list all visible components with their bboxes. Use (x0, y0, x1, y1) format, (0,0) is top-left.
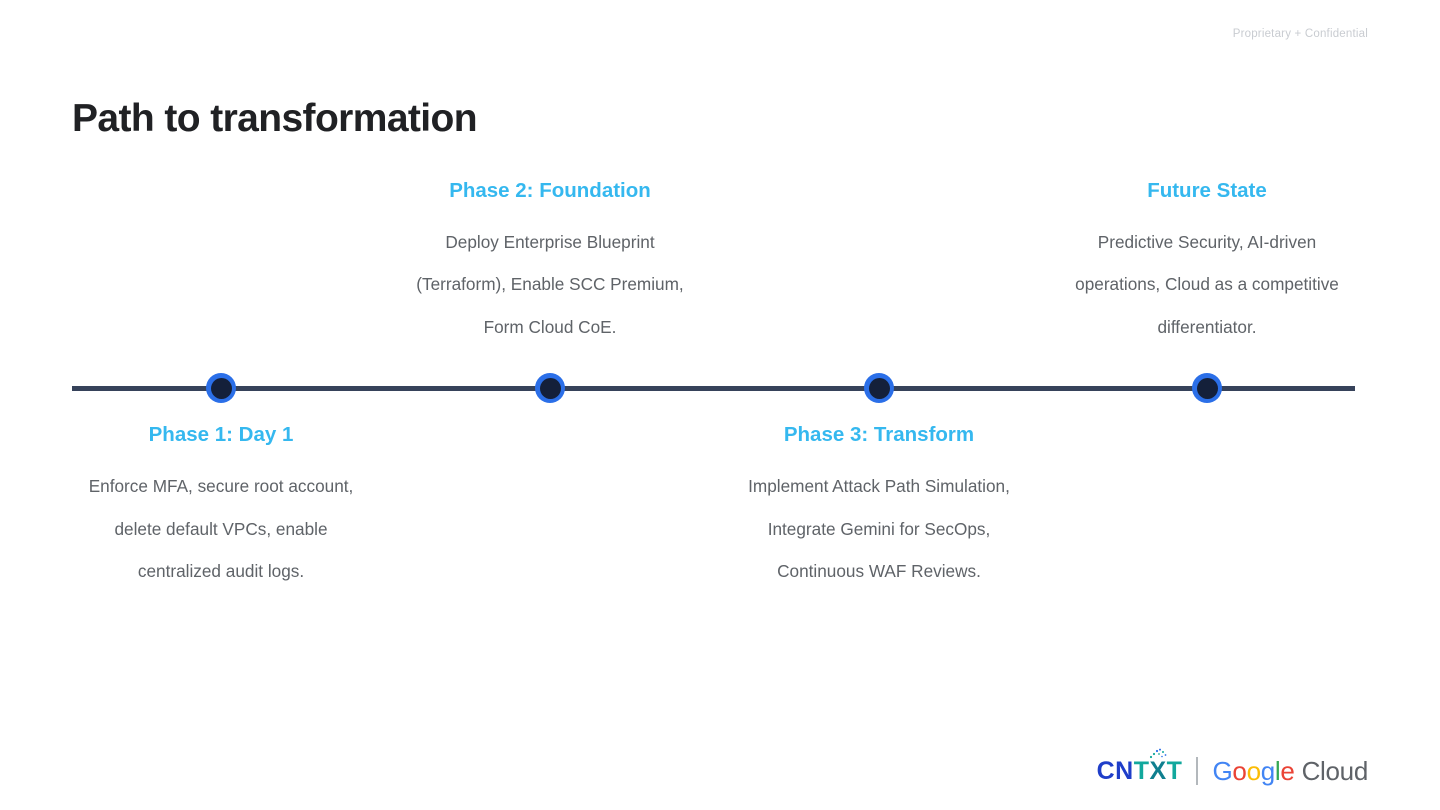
marker-core-icon (868, 377, 890, 399)
phase-block-phase-3: Phase 3: Transform Implement Attack Path… (729, 421, 1029, 593)
google-letter-l: l (1274, 756, 1281, 786)
phase-block-phase-2: Phase 2: Foundation Deploy Enterprise Bl… (400, 177, 700, 349)
google-letter-g2: g (1260, 756, 1275, 786)
timeline-marker-phase-1[interactable] (206, 373, 236, 403)
phase-body-phase-1: Enforce MFA, secure root account, delete… (88, 476, 354, 581)
phase-body-phase-3: Implement Attack Path Simulation, Integr… (748, 476, 1010, 581)
google-letter-o2: o (1246, 756, 1261, 786)
google-letter-o1: o (1232, 756, 1247, 786)
phase-block-future-state: Future State Predictive Security, AI-dri… (1057, 177, 1357, 349)
marker-core-icon (210, 377, 232, 399)
confidentiality-note: Proprietary + Confidential (1232, 28, 1368, 40)
phase-heading-phase-3: Phase 3: Transform (783, 423, 975, 446)
phase-heading-future-state: Future State (1147, 178, 1267, 202)
cntxt-logo: C N T X T (1096, 748, 1183, 785)
cntxt-letter-c: C (1096, 757, 1116, 785)
google-cloud-logo: G o o g l e Cloud (1212, 756, 1368, 786)
logo-divider (1196, 757, 1199, 785)
timeline-marker-phase-3[interactable] (864, 373, 894, 403)
timeline-axis (72, 386, 1355, 391)
cloud-word: Cloud (1301, 756, 1369, 786)
phase-body-phase-2: Deploy Enterprise Blueprint (Terraform),… (416, 231, 684, 337)
cntxt-letter-t2: T (1166, 757, 1183, 785)
timeline-marker-future-state[interactable] (1192, 373, 1222, 403)
marker-core-icon (1196, 377, 1218, 399)
timeline-marker-phase-2[interactable] (535, 373, 565, 403)
footer-logo-group: C N T X T G o o g l e Cloud (1096, 748, 1368, 788)
phase-heading-phase-2: Phase 2: Foundation (449, 178, 651, 202)
page-title: Path to transformation (72, 97, 478, 141)
phase-body-future-state: Predictive Security, AI-driven operation… (1075, 231, 1339, 337)
google-letter-e: e (1280, 756, 1295, 786)
cntxt-letter-x: X (1149, 757, 1167, 785)
cntxt-letter-t1: T (1133, 757, 1150, 785)
google-letter-g1: G (1212, 756, 1233, 786)
marker-core-icon (539, 377, 561, 399)
phase-heading-phase-1: Phase 1: Day 1 (148, 423, 294, 446)
phase-block-phase-1: Phase 1: Day 1 Enforce MFA, secure root … (71, 421, 371, 593)
cntxt-letter-n: N (1115, 757, 1134, 785)
